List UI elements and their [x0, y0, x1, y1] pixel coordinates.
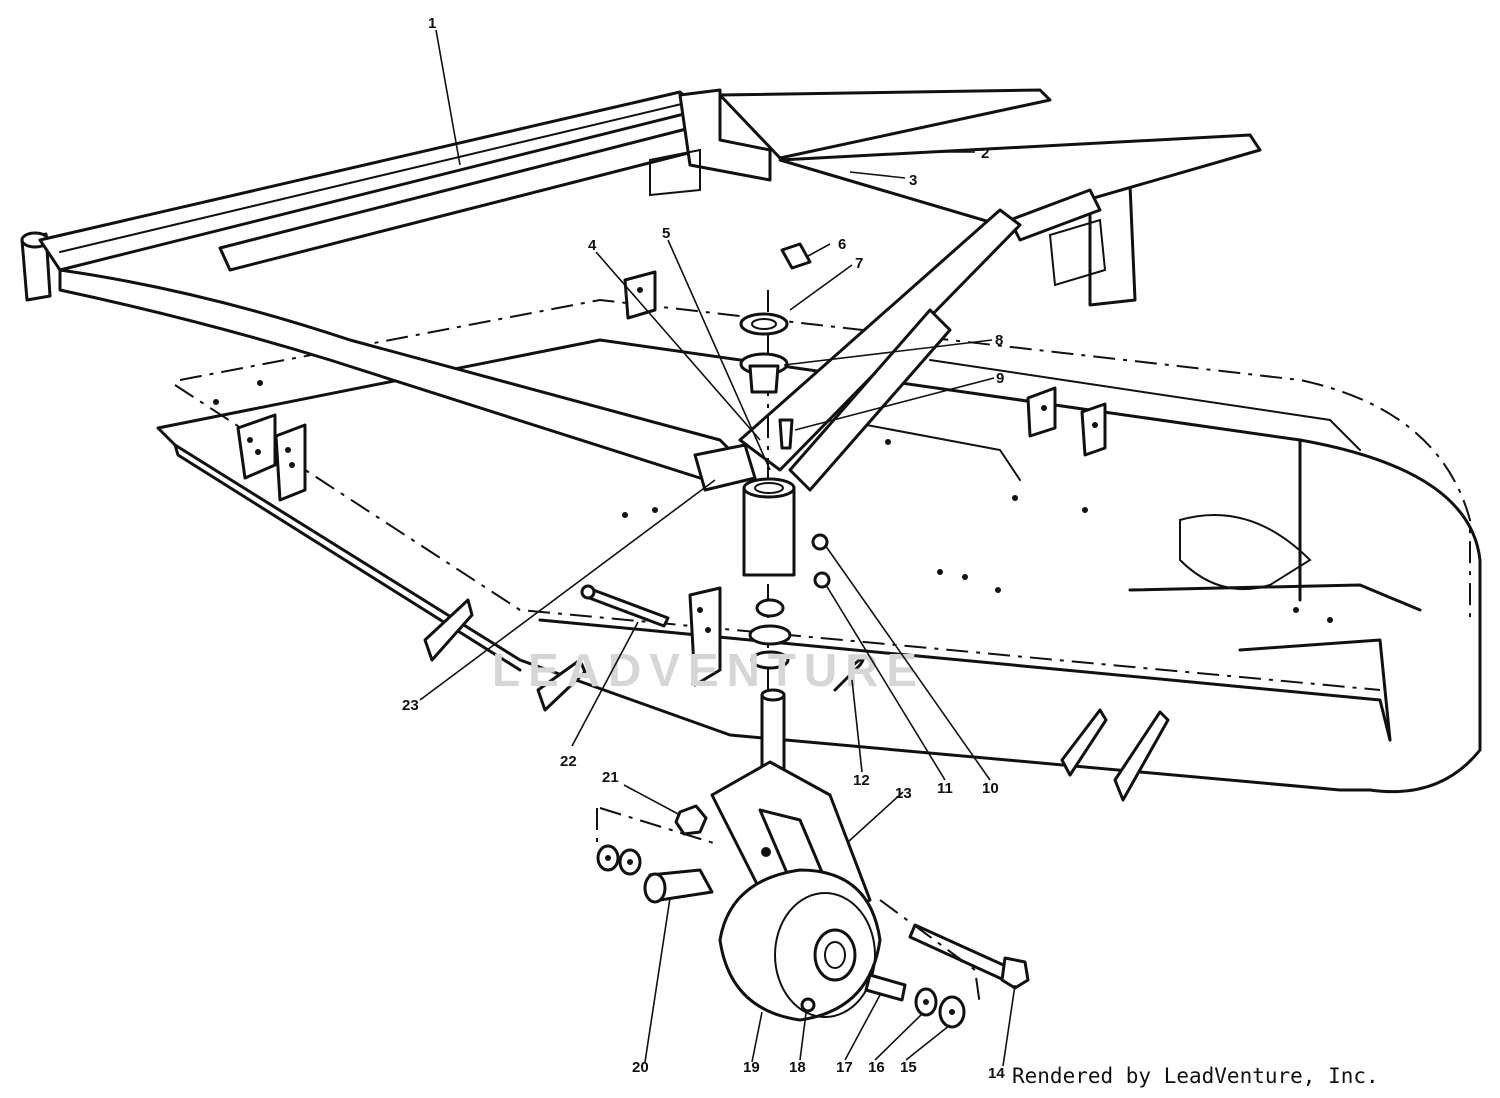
- callout-16: 16: [868, 1059, 885, 1076]
- callout-12: 12: [853, 772, 870, 789]
- callout-5: 5: [662, 225, 670, 242]
- mower-deck: [156, 270, 1482, 802]
- pivot-bolt: [778, 418, 794, 450]
- lock-nut: [813, 571, 831, 589]
- callout-19: 19: [743, 1059, 760, 1076]
- caster-wheel-assembly: [596, 688, 1030, 1029]
- pin-and-link: [580, 584, 670, 628]
- callout-22: 22: [560, 753, 577, 770]
- callout-9: 9: [996, 370, 1004, 387]
- hex-nut: [811, 533, 829, 551]
- callout-7: 7: [855, 255, 863, 272]
- callout-6: 6: [838, 236, 846, 253]
- callout-20: 20: [632, 1059, 649, 1076]
- callout-2: 2: [981, 145, 989, 162]
- caster-wheel: [718, 868, 882, 1022]
- callout-17: 17: [836, 1059, 853, 1076]
- axle-nut: [674, 804, 708, 836]
- callout-21: 21: [602, 769, 619, 786]
- cotter-pin: [833, 656, 865, 692]
- caster-spindle-assembly: [739, 242, 865, 700]
- a-frame-hitch: [20, 88, 1262, 492]
- callout-11: 11: [937, 780, 953, 797]
- callout-4: 4: [588, 237, 597, 254]
- deck-brackets: [236, 270, 1170, 802]
- callout-1: 1: [428, 15, 436, 32]
- callout-8: 8: [995, 332, 1003, 349]
- deck-holes: [213, 380, 1333, 623]
- caster-tube: [742, 486, 796, 577]
- callout-13: 13: [895, 785, 912, 802]
- callout-numbers: 1 2 3 4 5 6 7 8 9 10 11 12 13 14 15 16 1…: [402, 15, 1005, 1082]
- callout-3: 3: [909, 172, 917, 189]
- watermark-text: LEADVENTURE: [492, 644, 925, 696]
- wheel-bushing: [864, 973, 907, 1002]
- seal-washer: [739, 312, 789, 336]
- callout-10: 10: [982, 780, 999, 797]
- callout-18: 18: [789, 1059, 806, 1076]
- grease-fitting: [780, 242, 812, 270]
- callout-23: 23: [402, 697, 419, 714]
- callout-15: 15: [900, 1059, 917, 1076]
- callout-14: 14: [988, 1065, 1005, 1082]
- footer-credit: Rendered by LeadVenture, Inc.: [1012, 1064, 1379, 1088]
- leader-lines: [419, 29, 1016, 1067]
